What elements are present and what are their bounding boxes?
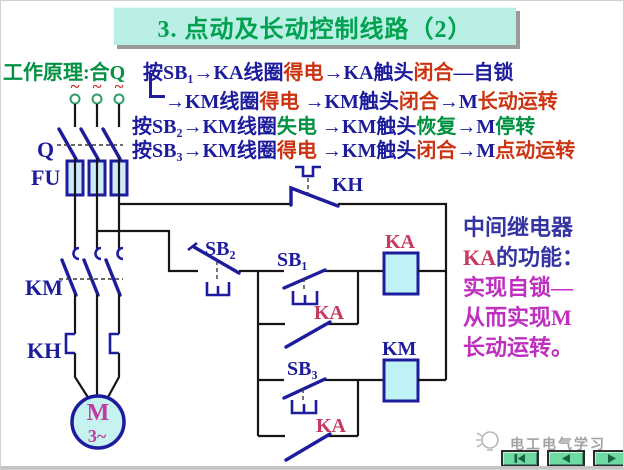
sb2-actuator: [205, 282, 231, 297]
phase-tilde: ~: [115, 77, 124, 96]
principle-segment: 得电: [276, 140, 317, 162]
watermark-logo-icon: [476, 431, 499, 451]
principle-segment: 失电: [276, 116, 317, 138]
ka-coil-label: KA: [385, 231, 416, 253]
sb3-row-wires: [258, 378, 384, 436]
sb2-contact-tick: [187, 241, 198, 252]
nav-next-button[interactable]: [593, 450, 623, 467]
side-note: 中间继电器 KA的功能： 实现自锁— 从而实现M 长动运转。: [463, 213, 623, 363]
principle-segment: →M: [456, 116, 496, 138]
principle-segment: 按SB₁→KA线圈: [143, 62, 284, 84]
principle-line-1: 按SB₁→KA线圈得电→KA触头闭合—自锁: [143, 56, 513, 85]
principle-segment: →KA触头: [323, 62, 414, 84]
principle-segment: →M: [456, 140, 496, 162]
sb1-label: SB₁: [277, 249, 307, 271]
principle-segment: 点动运转: [495, 140, 576, 162]
q-switch-blades: [57, 127, 122, 161]
kh-heater-label: KH: [27, 338, 61, 363]
sb3-blade: [282, 377, 327, 400]
principle-line-3: 按SB₂→KM线圈失电 →KM触头恢复→M停转: [132, 110, 535, 139]
principle-segment: →KM触头: [316, 116, 417, 138]
kh-trip-symbol: [295, 165, 321, 178]
ka-aux2-blade: [284, 432, 332, 462]
principle-segment: →KM线圈: [165, 91, 260, 113]
principle-segment: 恢复: [416, 116, 457, 138]
motor: [70, 394, 126, 450]
principle-segment: 长动运转: [477, 91, 558, 113]
nav-skip-start-button[interactable]: [501, 450, 539, 467]
sb1-actuator: [291, 291, 319, 306]
side-note-line: 从而实现M: [463, 305, 572, 330]
ka-aux2-label: KA: [316, 415, 347, 437]
kh-contact-label: KH: [332, 174, 364, 196]
km-main-contact-blades: [60, 258, 122, 297]
motor-feed-wires: [73, 294, 121, 397]
principle-segment: 按SB₃→KM线圈: [132, 140, 277, 162]
phase-tilde: ~: [93, 77, 102, 96]
previous-icon: [562, 454, 570, 463]
principle-line-2: →KM线圈得电 →KM触头闭合→M长动运转: [165, 85, 558, 114]
sb3-actuator: [290, 400, 318, 415]
phase-terminal: [91, 93, 103, 105]
km-coil: [382, 358, 420, 403]
ka-coil: [382, 251, 420, 296]
kh-nc-contact-blade: [289, 185, 340, 208]
three-phase-supply: ~ ~ ~: [69, 77, 125, 105]
page-title: 3. 点动及长动控制线路（2）: [113, 7, 516, 45]
principle-segment: —自锁: [453, 62, 514, 84]
principle-line-4: 按SB₃→KM线圈得电 →KM触头闭合→M点动运转: [132, 134, 575, 163]
km-main-contact-hooks: [72, 246, 124, 261]
q-label: Q: [37, 137, 54, 162]
control-wire-left: [97, 229, 198, 273]
motor-letter: M: [87, 400, 110, 426]
principle-segment: 得电: [259, 91, 300, 113]
ka-aux1-label: KA: [314, 302, 345, 324]
control-branch-wires: [239, 269, 384, 436]
principle-segment: 停转: [495, 116, 536, 138]
watermark-text: 电工电气学习: [510, 436, 606, 452]
principle-segment: 闭合: [416, 140, 457, 162]
km-main-label: KM: [25, 275, 63, 300]
supply-wires: [73, 104, 121, 127]
side-note-line: 中间继电器: [463, 215, 574, 240]
motor-phase-label: 3~: [88, 426, 107, 446]
km-coil-label: KM: [382, 338, 417, 360]
phase-terminal: [113, 93, 125, 105]
skip-start-icon: [514, 454, 525, 463]
next-icon: [608, 454, 616, 463]
sb3-label: SB₃: [287, 358, 317, 380]
side-note-line: KA的功能：: [463, 243, 623, 273]
side-note-line: 实现自锁—: [463, 275, 574, 300]
nav-previous-button[interactable]: [547, 450, 585, 467]
slide-nav-buttons: [501, 450, 623, 467]
branch-connector-line: [149, 73, 165, 98]
kh-heater-elements: [64, 332, 119, 355]
side-note-line: 长动运转。: [463, 335, 574, 360]
fu-label: FU: [31, 165, 60, 190]
control-right-rail: [338, 202, 448, 380]
principle-segment: →KM触头: [299, 91, 399, 113]
principle-segment: 按SB₂→KM线圈: [132, 116, 277, 138]
side-note-text: 的功能：: [496, 245, 585, 270]
principle-segment: →M: [438, 91, 478, 113]
sb2-label: SB₂: [205, 238, 235, 260]
principle-segment: 闭合: [413, 62, 454, 84]
ka-aux1-blade: [284, 320, 332, 349]
principle-segment: 得电: [283, 62, 324, 84]
working-principle-heading: 工作原理:合Q: [3, 62, 126, 84]
side-note-ka: KA: [463, 245, 496, 270]
sb2-blade: [192, 245, 241, 275]
principle-segment: 闭合: [398, 91, 439, 113]
phase-terminal: [69, 93, 81, 105]
principle-segment: →KM触头: [316, 140, 417, 162]
motor-lead-wires: [73, 353, 121, 400]
phase-tilde: ~: [71, 77, 80, 96]
